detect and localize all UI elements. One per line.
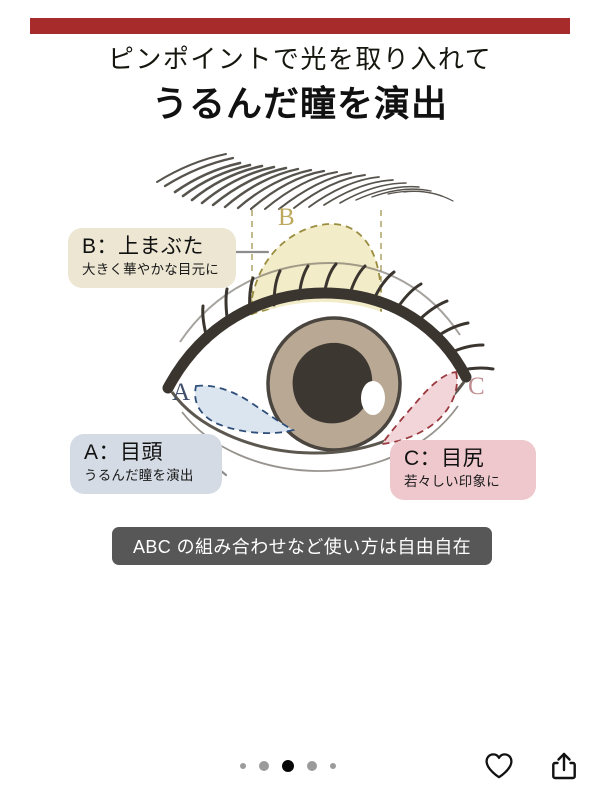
headline-subtitle: ピンポイントで光を取り入れて [107, 45, 493, 74]
top-accent-bar [30, 18, 570, 34]
pagination-dot[interactable] [240, 763, 246, 769]
callout-a-title: A：目頭 [84, 441, 164, 464]
action-icons [484, 730, 578, 802]
zone-c-outer-corner [380, 371, 458, 446]
heart-icon [485, 753, 513, 779]
marker-letter-c: C [468, 373, 485, 400]
callout-c-title: C：目尻 [404, 447, 485, 470]
marker-letter-a: A [172, 379, 190, 406]
pagination-dot[interactable] [307, 761, 317, 771]
eyelashes [201, 262, 495, 373]
headline-block: ピンポイントで光を取り入れて うるんだ瞳を演出 [0, 44, 600, 127]
iris [266, 316, 402, 452]
callout-b-title: B：上まぶた [82, 235, 205, 258]
usage-banner-label: ABC の組み合わせなど使い方は自由自在 [132, 537, 471, 557]
bottom-bar [0, 730, 600, 802]
eyebrow-illustration [156, 153, 454, 211]
zone-a-inner-corner [194, 384, 296, 435]
callout-a-description: うるんだ瞳を演出 [84, 468, 194, 484]
share-button[interactable] [550, 751, 578, 781]
pagination-dot-active[interactable] [282, 760, 294, 772]
eye-illustration: B A C [0, 130, 600, 520]
like-button[interactable] [484, 752, 514, 780]
pagination-dots[interactable] [240, 730, 336, 802]
pagination-dot[interactable] [259, 761, 269, 771]
usage-banner: ABC の組み合わせなど使い方は自由自在 [112, 527, 492, 565]
callout-c-description: 若々しい印象に [404, 474, 500, 490]
callout-a-inner-corner[interactable]: A：目頭 うるんだ瞳を演出 [70, 434, 222, 495]
eyelid-crease-line [179, 261, 461, 343]
callout-b-upper-lid[interactable]: B：上まぶた 大きく華やかな目元に [68, 228, 236, 289]
callout-c-outer-corner[interactable]: C：目尻 若々しい印象に [390, 440, 536, 501]
headline-title: うるんだ瞳を演出 [151, 83, 448, 124]
marker-letter-b: B [278, 204, 295, 231]
share-icon [552, 752, 576, 780]
callout-b-description: 大きく華やかな目元に [82, 262, 219, 278]
pagination-dot[interactable] [330, 763, 336, 769]
